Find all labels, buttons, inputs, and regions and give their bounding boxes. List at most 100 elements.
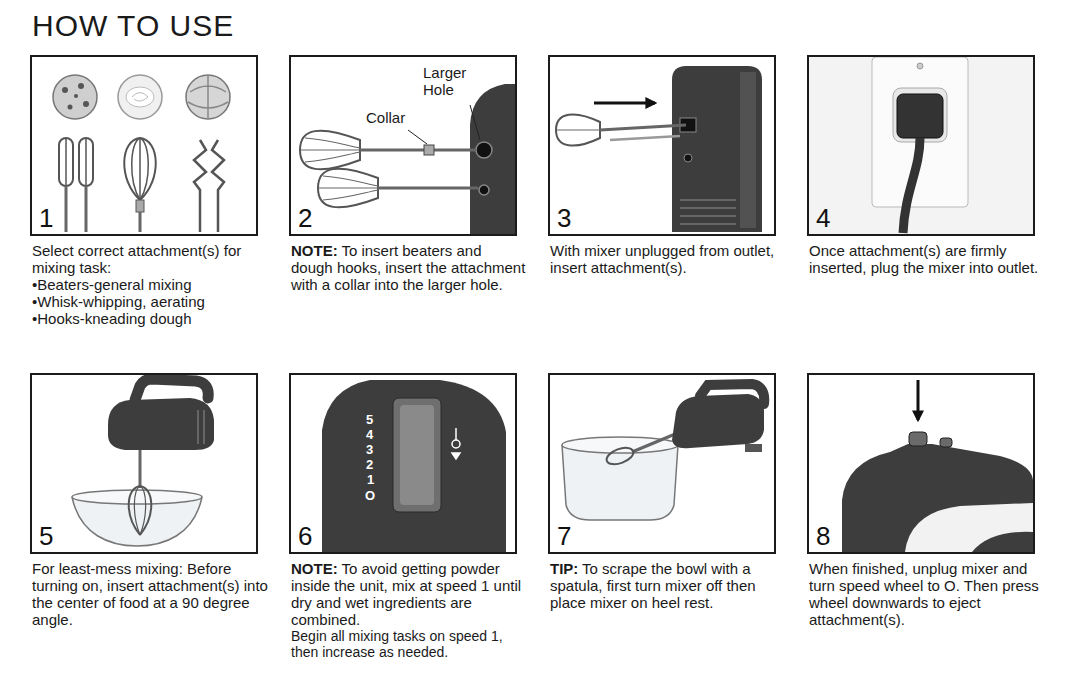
- caption-note: Begin all mixing tasks on speed 1, then …: [291, 628, 527, 660]
- step-number: 4: [816, 205, 830, 231]
- beater-attachment: [556, 114, 686, 145]
- hand-mixer-part: [672, 394, 764, 448]
- step-panel: 6NOTE:To avoid getting powder inside the…: [289, 373, 517, 554]
- caption-text: •Beaters-general mixing: [32, 276, 268, 293]
- food-cookie: [53, 75, 97, 119]
- beater-attachment-part: [378, 187, 478, 190]
- food-cream-part: [118, 75, 162, 119]
- whisk-icon: [124, 138, 156, 232]
- power-plug-part: [897, 94, 943, 138]
- food-cream-part: [126, 87, 154, 107]
- step-number: 8: [816, 523, 830, 549]
- food-bread-part: [188, 76, 228, 118]
- hand-mixer-part: [198, 410, 204, 444]
- beater-attachment-part: [610, 136, 680, 140]
- caption-text: •Whisk-whipping, aerating: [32, 293, 268, 310]
- caption-paragraph: NOTE:To avoid getting powder inside the …: [291, 560, 527, 628]
- food-cream: [118, 75, 162, 119]
- note-lead: TIP:: [550, 560, 578, 577]
- mixer-body: [470, 84, 515, 234]
- beaters-icon: [59, 138, 93, 232]
- speed-off-mark: O: [365, 488, 375, 503]
- caption-text: With mixer unplugged from outlet, insert…: [550, 242, 786, 276]
- step-number: 7: [557, 523, 571, 549]
- eject-symbol-part: [452, 440, 460, 448]
- eject-symbol-part: [452, 453, 460, 459]
- wall-outlet: [809, 57, 1033, 234]
- mixer-body-part: [680, 200, 736, 224]
- glass-bowl: [72, 490, 202, 546]
- mixer-body-part: [740, 72, 756, 228]
- caption-text: Once attachment(s) are firmly inserted, …: [809, 242, 1045, 276]
- step-panel: 7TIP:To scrape the bowl with a spatula, …: [548, 373, 776, 554]
- glass-bowl: [562, 437, 678, 520]
- step-panel: 4Once attachment(s) are firmly inserted,…: [807, 55, 1035, 236]
- caption-paragraph: TIP:To scrape the bowl with a spatula, f…: [550, 560, 786, 611]
- dough-hooks-icon: [194, 140, 224, 232]
- step-caption: For least-mess mixing: Before turning on…: [32, 560, 268, 628]
- beaters-icon-part: [59, 138, 73, 186]
- part-label: Collar: [366, 109, 405, 126]
- beaters-icon-part: [65, 138, 67, 186]
- mixer-closeup: [322, 380, 506, 552]
- mixer-body-part: [672, 66, 762, 232]
- hand-mixer-part: [745, 444, 762, 452]
- beater-attachment-part: [556, 114, 600, 145]
- mixer-top-part: [940, 438, 952, 447]
- step-caption: TIP:To scrape the bowl with a spatula, f…: [550, 560, 786, 611]
- step-caption: Select correct attachment(s) for mixing …: [32, 242, 268, 327]
- step-panel: 2NOTE:To insert beaters and dough hooks,…: [289, 55, 517, 236]
- mixer-body: [672, 66, 762, 232]
- step-panel: 8When finished, unplug mixer and turn sp…: [807, 373, 1035, 554]
- beaters-icon-part: [85, 186, 88, 232]
- hand-mixer: [108, 379, 214, 450]
- food-cookie-part: [74, 94, 78, 98]
- wall-outlet-part: [893, 88, 947, 142]
- insert-arrow-part: [594, 102, 655, 105]
- glass-bowl-part: [562, 445, 678, 520]
- mixer-top-part: [842, 444, 1033, 552]
- glass-bowl-part: [72, 490, 202, 504]
- beater-attachment: [604, 432, 680, 467]
- food-cookie-part: [62, 87, 68, 93]
- mixer-closeup-part: [393, 398, 441, 512]
- step-number: 2: [298, 205, 312, 231]
- mixer-body-part: [684, 154, 692, 162]
- caption-text: To scrape the bowl with a spatula, first…: [550, 560, 756, 611]
- power-plug-part: [903, 138, 920, 233]
- whisk-attachment-part: [139, 448, 142, 488]
- dough-hooks-icon-part: [194, 140, 206, 232]
- caption-text: When finished, unplug mixer and turn spe…: [809, 560, 1045, 628]
- food-bread-part: [186, 75, 230, 119]
- mixer-body-part: [470, 84, 515, 234]
- insert-arrow: [594, 103, 655, 104]
- beater-attachment-part: [300, 131, 360, 170]
- step-panel: 3With mixer unplugged from outlet, inser…: [548, 55, 776, 236]
- step-panel: 5For least-mess mixing: Before turning o…: [30, 373, 258, 554]
- mixer-body-part: [476, 142, 492, 158]
- whisk-icon-part: [132, 138, 149, 200]
- wall-outlet-part: [809, 57, 1033, 234]
- mixer-closeup-part: [322, 380, 506, 552]
- step-caption: NOTE:To insert beaters and dough hooks, …: [291, 242, 527, 293]
- whisk-icon-part: [124, 138, 156, 200]
- caption-text: For least-mess mixing: Before turning on…: [32, 560, 268, 628]
- note-lead: NOTE:: [291, 242, 338, 259]
- caption-text: •Hooks-kneading dough: [32, 310, 268, 327]
- dough-hooks-icon-part: [212, 140, 224, 232]
- whisk-icon-part: [139, 212, 142, 232]
- speed-number: 3: [366, 442, 373, 457]
- step-caption: Once attachment(s) are firmly inserted, …: [809, 242, 1045, 276]
- beater-attachment: [318, 169, 478, 208]
- step-caption: NOTE:To avoid getting powder inside the …: [291, 560, 527, 660]
- food-cookie-part: [78, 83, 84, 89]
- whisk-icon-part: [139, 138, 141, 200]
- leader-line: [408, 105, 480, 144]
- food-cream-part: [132, 93, 148, 102]
- hand-mixer-part: [108, 398, 214, 450]
- beaters-icon-part: [85, 138, 87, 186]
- mixer-body-part: [479, 185, 489, 195]
- mixer-top: [842, 432, 1033, 552]
- press-arrow-part: [917, 380, 920, 420]
